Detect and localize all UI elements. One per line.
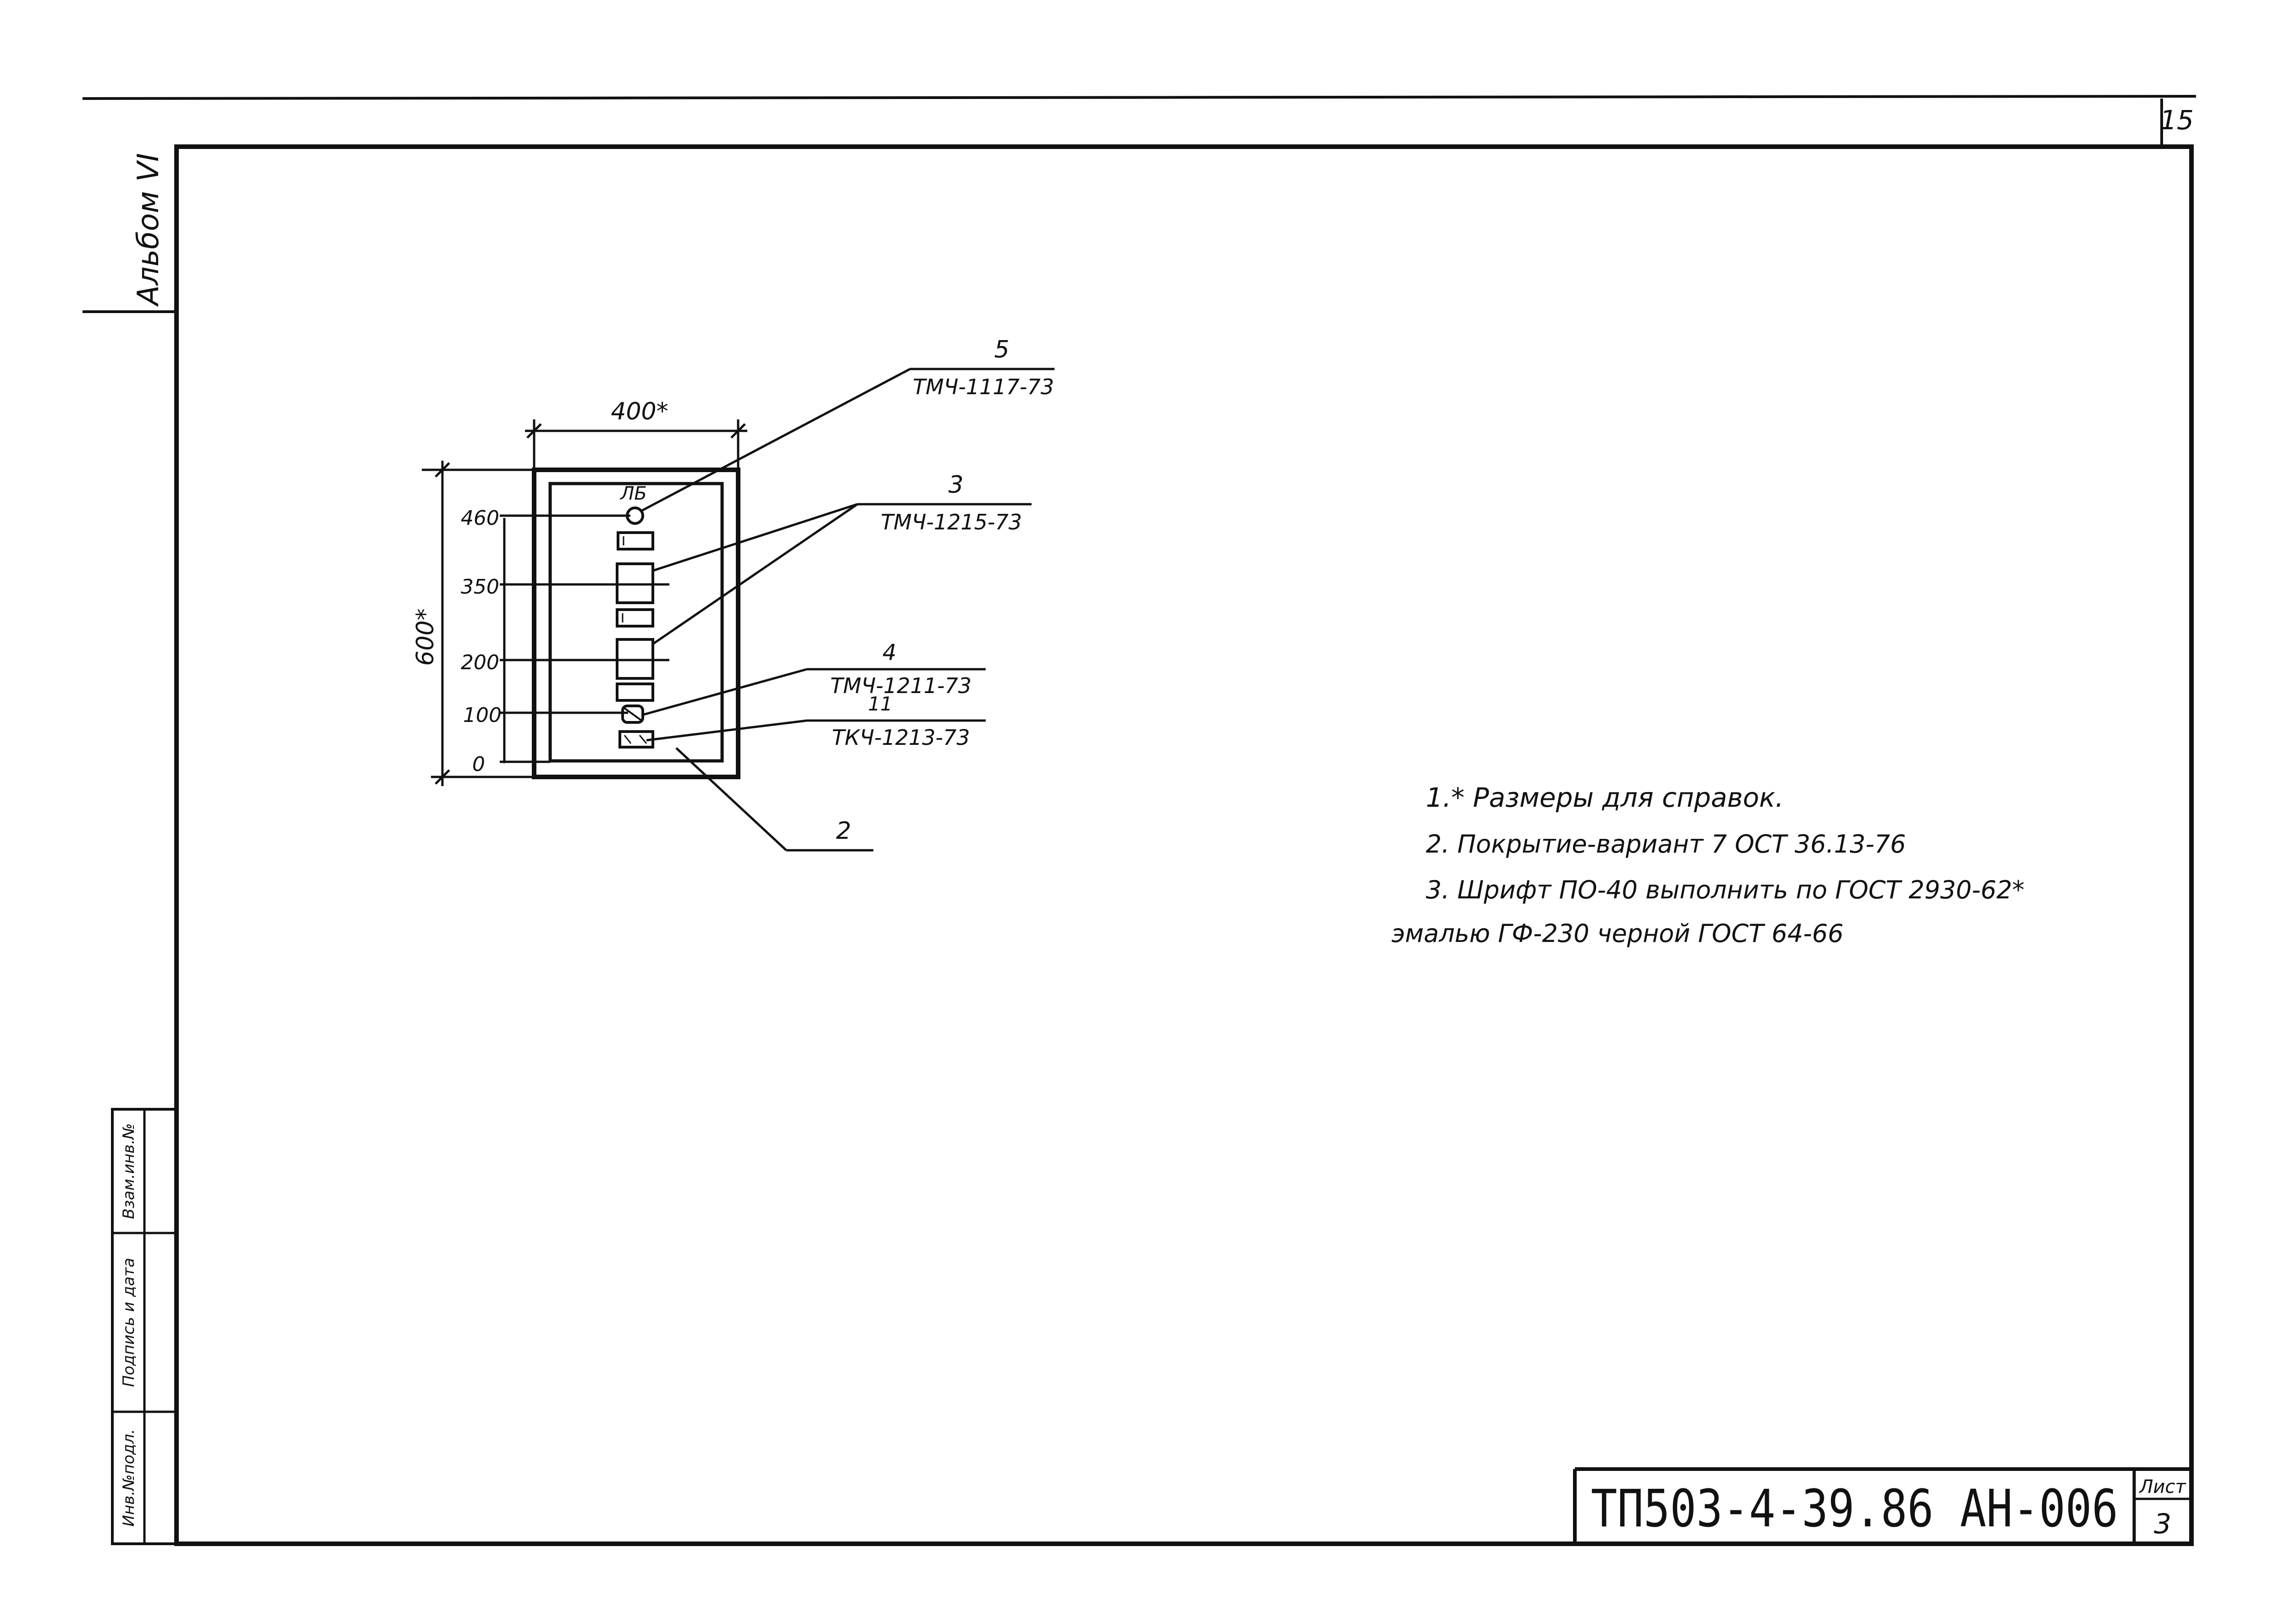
instrument-lower	[616, 638, 654, 680]
inv-no-label: Инв.№подл.	[120, 1429, 138, 1527]
terminal-nameplate-mark	[624, 735, 632, 744]
level-mark-100: 100	[463, 704, 502, 727]
switch-device-mark	[624, 707, 642, 721]
panel-outer-outline	[532, 468, 740, 779]
dimension-tick	[435, 462, 450, 478]
sheet-number: 3	[2154, 1508, 2171, 1540]
callout-code-4: ТМЧ-1211-73	[830, 673, 971, 698]
callout-code-3: ТМЧ-1215-73	[881, 510, 1022, 534]
signature-date-label: Подпись и дата	[120, 1258, 138, 1387]
callout-number-2: 2	[836, 817, 851, 845]
signal-lamp-icon	[626, 506, 644, 525]
leader-line-3-lower	[652, 503, 858, 645]
sheet-label: Лист	[2138, 1476, 2186, 1497]
album-label: Альбом VI	[132, 153, 166, 307]
callout-number-3: 3	[948, 471, 963, 499]
dimension-tick	[435, 769, 450, 785]
title-block: ТП503-4-39.86 АН-006 Лист 3	[1573, 1467, 2191, 1544]
page-number: 15	[2160, 105, 2194, 136]
callout-code-11: ТКЧ-1213-73	[832, 725, 970, 750]
note-3: 3. Шрифт ПО-40 выполнить по ГОСТ 2930-62…	[1426, 875, 2025, 904]
notes: 1.* Размеры для справок. 2. Покрытие-вар…	[1391, 782, 2025, 948]
signal-lamp-label: ЛБ	[619, 483, 647, 504]
nameplate	[616, 683, 654, 702]
callout-number-5: 5	[994, 336, 1009, 363]
instrument-upper	[616, 562, 654, 604]
replaced-inv-no-label: Взам.инв.№	[120, 1123, 138, 1219]
leader-line-5	[640, 368, 911, 512]
callout-number-4: 4	[883, 640, 897, 666]
note-1: 1.* Размеры для справок.	[1426, 782, 1783, 813]
drawing-frame	[174, 144, 2194, 1546]
width-dimension-label: 400*	[611, 398, 668, 425]
level-mark-0: 0	[472, 753, 485, 776]
height-dimension-label: 600*	[412, 608, 439, 666]
nameplate	[617, 531, 654, 551]
document-designation: ТП503-4-39.86 АН-006	[1591, 1479, 2118, 1539]
callout-number-11: 11	[868, 693, 892, 715]
level-mark-460: 460	[461, 506, 499, 530]
leader-line-11	[646, 719, 807, 742]
nameplate	[616, 608, 654, 628]
panel-drawing: 400* 600* 460 350 200 100 0 ЛБ	[412, 336, 1054, 852]
leader-line-4	[641, 668, 807, 716]
terminal-nameplate-mark	[639, 735, 647, 744]
dimension-tick	[526, 423, 542, 439]
dimension-tick	[730, 423, 746, 439]
level-mark-350: 350	[461, 575, 499, 599]
level-mark-200: 200	[461, 651, 499, 674]
callout-code-5: ТМЧ-1117-73	[913, 374, 1054, 399]
note-3-continuation: эмалью ГФ-230 черной ГОСТ 64-66	[1391, 919, 1843, 948]
panel-inner-outline	[548, 482, 724, 763]
leader-line-3-upper	[652, 503, 858, 572]
side-stamp: Взам.инв.№ Подпись и дата Инв.№подл.	[111, 1108, 178, 1545]
note-2: 2. Покрытие-вариант 7 ОСТ 36.13-76	[1426, 830, 1906, 859]
leader-line-2	[675, 747, 787, 851]
top-trim-line	[82, 95, 2197, 100]
